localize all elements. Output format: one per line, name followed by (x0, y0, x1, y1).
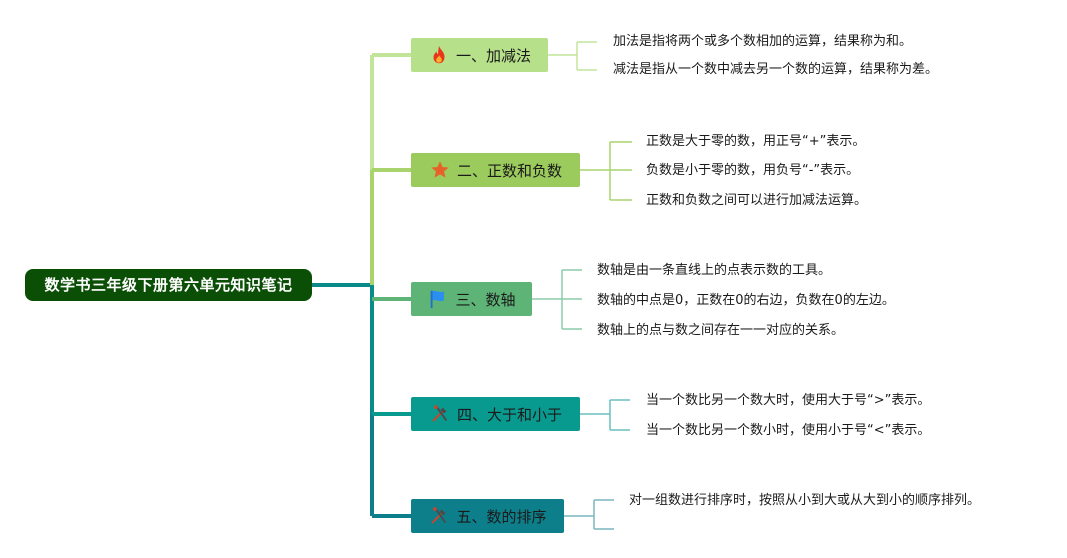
branch-addition-subtraction[interactable]: 一、加减法 (411, 38, 548, 72)
leaf-note[interactable]: 对一组数进行排序时，按照从小到大或从大到小的顺序排列。 (629, 493, 981, 508)
leaf-note[interactable]: 当一个数比另一个数小时，使用小于号“<”表示。 (646, 423, 931, 438)
branch-label: 一、加减法 (455, 46, 531, 65)
leaf-note[interactable]: 数轴上的点与数之间存在一一对应的关系。 (597, 323, 845, 338)
leaf-note[interactable]: 正数和负数之间可以进行加减法运算。 (646, 193, 868, 208)
root-topic[interactable]: 数学书三年级下册第六单元知识笔记 (25, 269, 312, 301)
tools-icon (428, 505, 450, 527)
fire-icon (428, 44, 450, 66)
leaf-note[interactable]: 负数是小于零的数，用负号“-”表示。 (646, 163, 860, 178)
leaf-note[interactable]: 加法是指将两个或多个数相加的运算，结果称为和。 (613, 34, 913, 49)
leaf-note[interactable]: 当一个数比另一个数大时，使用大于号“>”表示。 (646, 393, 931, 408)
leaf-note[interactable]: 数轴的中点是0，正数在0的右边，负数在0的左边。 (597, 293, 895, 308)
leaf-note[interactable]: 减法是指从一个数中减去另一个数的运算，结果称为差。 (613, 62, 939, 77)
root-topic-label: 数学书三年级下册第六单元知识笔记 (44, 276, 293, 294)
leaf-note[interactable]: 数轴是由一条直线上的点表示数的工具。 (597, 263, 832, 278)
flag-icon (427, 288, 449, 310)
tools-icon (429, 403, 451, 425)
branch-label: 三、数轴 (455, 290, 516, 309)
branch-label: 四、大于和小于 (456, 405, 562, 424)
branch-number-line[interactable]: 三、数轴 (411, 282, 532, 316)
branch-positive-negative[interactable]: 二、正数和负数 (411, 153, 580, 187)
branch-greater-less[interactable]: 四、大于和小于 (411, 397, 580, 431)
branch-number-sorting[interactable]: 五、数的排序 (411, 499, 564, 533)
leaf-note[interactable]: 正数是大于零的数，用正号“+”表示。 (646, 134, 866, 149)
branch-label: 五、数的排序 (456, 507, 547, 526)
star-icon (429, 159, 451, 181)
branch-label: 二、正数和负数 (456, 161, 562, 180)
